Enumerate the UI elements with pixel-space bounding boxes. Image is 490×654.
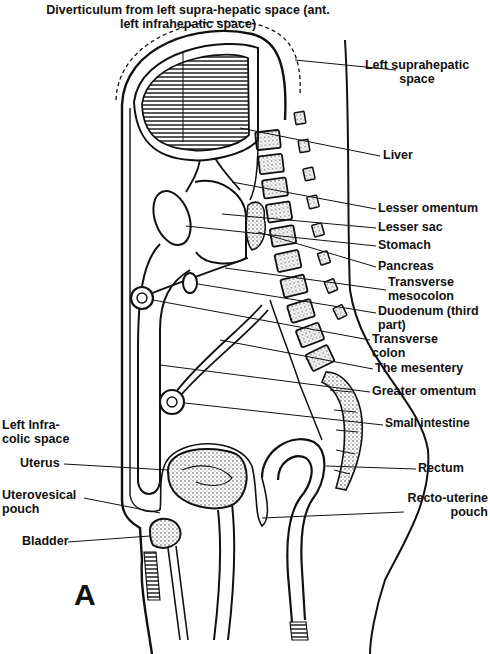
part-label: Lesser omentum [378,201,478,215]
part-label: Recto-uterine pouch [398,491,488,519]
part-label: Lesser sac [378,220,443,234]
anal-canal [290,622,308,640]
pelvic-peritoneum [160,444,267,526]
part-label: Transverse mesocolon [388,275,478,303]
part-label: The mesentery [375,361,463,375]
figure-letter: A [74,578,96,612]
liver [142,55,249,151]
liver-peritoneum [134,44,258,160]
part-label: Stomach [378,238,431,252]
parietal-peritoneum [130,108,160,511]
posterior-peritoneum [250,140,322,440]
part-label: Diverticulum from left supra-hepatic spa… [38,3,338,31]
uterus [168,449,247,509]
transverse-colon [131,287,153,309]
transverse-mesocolon [150,258,248,294]
vagina [214,504,234,640]
pancreas [246,202,265,250]
part-label: Rectum [418,461,464,475]
part-label: Left Infra-colic space [2,418,78,446]
part-label: Transverse colon [372,332,454,360]
sacrum [330,390,358,474]
lesser-omentum [215,158,240,190]
part-label: Liver [383,148,413,162]
part-label: Small intestine [385,417,470,430]
part-label: Duodenum (third part) [378,304,488,332]
small-intestine [167,397,177,407]
rectum [262,439,324,620]
rectum [278,456,312,622]
part-label: Bladder [22,534,69,548]
lesser-sac [195,181,246,264]
part-label: Uterovesical pouch [2,488,94,516]
stomach [146,186,197,250]
part-label: Greater omentum [372,384,476,398]
part-label: Left suprahepatic space [356,58,478,86]
urethra [168,546,188,640]
bladder [150,519,180,548]
small-intestine [160,390,184,414]
duodenum [183,273,197,293]
mesentery [182,310,268,394]
leader-line [183,52,184,142]
transverse-colon [137,293,147,303]
symphysis [144,552,160,600]
uterine-cavity [182,466,232,486]
leader-lines [64,60,416,542]
part-label: Uterus [20,456,60,470]
part-label: Pancreas [378,259,434,273]
lesser-omentum [186,160,200,192]
sacrum [322,372,362,490]
